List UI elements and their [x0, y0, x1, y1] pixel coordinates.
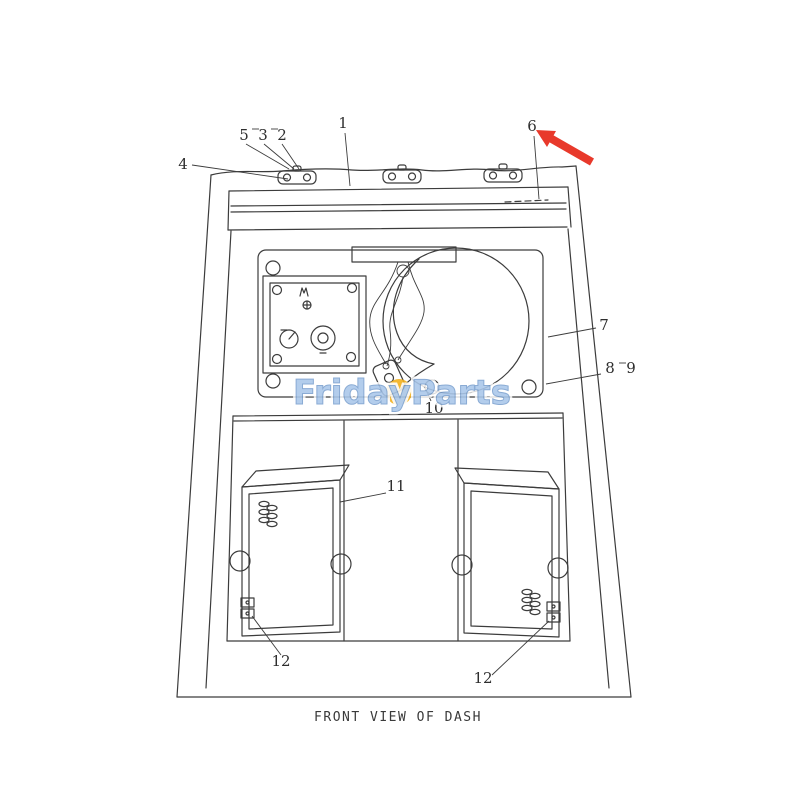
door-hinge [546, 601, 561, 623]
knob-right [310, 325, 336, 351]
vent-grille [258, 500, 278, 528]
callout-12-right: 12 [473, 669, 492, 687]
callout-6: 6 [527, 117, 537, 135]
left-door [229, 464, 352, 637]
door-knob [451, 554, 473, 576]
mounting-clip-right [483, 163, 523, 183]
door-hinge [240, 597, 255, 619]
callout-8: 8 [605, 359, 615, 377]
watermark-sun-icon [386, 379, 412, 405]
watermark: FridayParts FridayParts [290, 370, 514, 416]
callout-10: 10 [424, 399, 443, 417]
door-knob [330, 553, 352, 575]
callout-9: 9 [626, 359, 636, 377]
figure-caption: FRONT VIEW OF DASH [314, 710, 482, 725]
right-door [451, 467, 569, 638]
callout-2: 2 [277, 126, 287, 144]
callout-7: 7 [599, 316, 609, 334]
wiring-harness [369, 261, 425, 370]
knob-left [279, 329, 299, 349]
watermark-text-halo: FridayParts [293, 373, 511, 413]
top-trim-band [227, 186, 572, 231]
door-knob [547, 557, 569, 579]
vent-grille [521, 588, 541, 616]
dash-outline [176, 165, 632, 698]
callout-3: 3 [258, 126, 268, 144]
mounting-clip-center [382, 164, 422, 184]
callouts: 5 3 2 1 6 4 7 8 9 10 11 12 12 [178, 114, 636, 687]
callout-1: 1 [338, 114, 348, 132]
control-panel [262, 275, 367, 374]
door-knob [229, 550, 251, 572]
watermark-text: FridayParts [293, 373, 511, 413]
callout-12-left: 12 [271, 652, 290, 670]
lower-panel [226, 412, 571, 642]
callout-5: 5 [239, 126, 249, 144]
red-arrow [536, 130, 594, 166]
callout-4: 4 [178, 155, 188, 173]
callout-11: 11 [386, 477, 405, 495]
